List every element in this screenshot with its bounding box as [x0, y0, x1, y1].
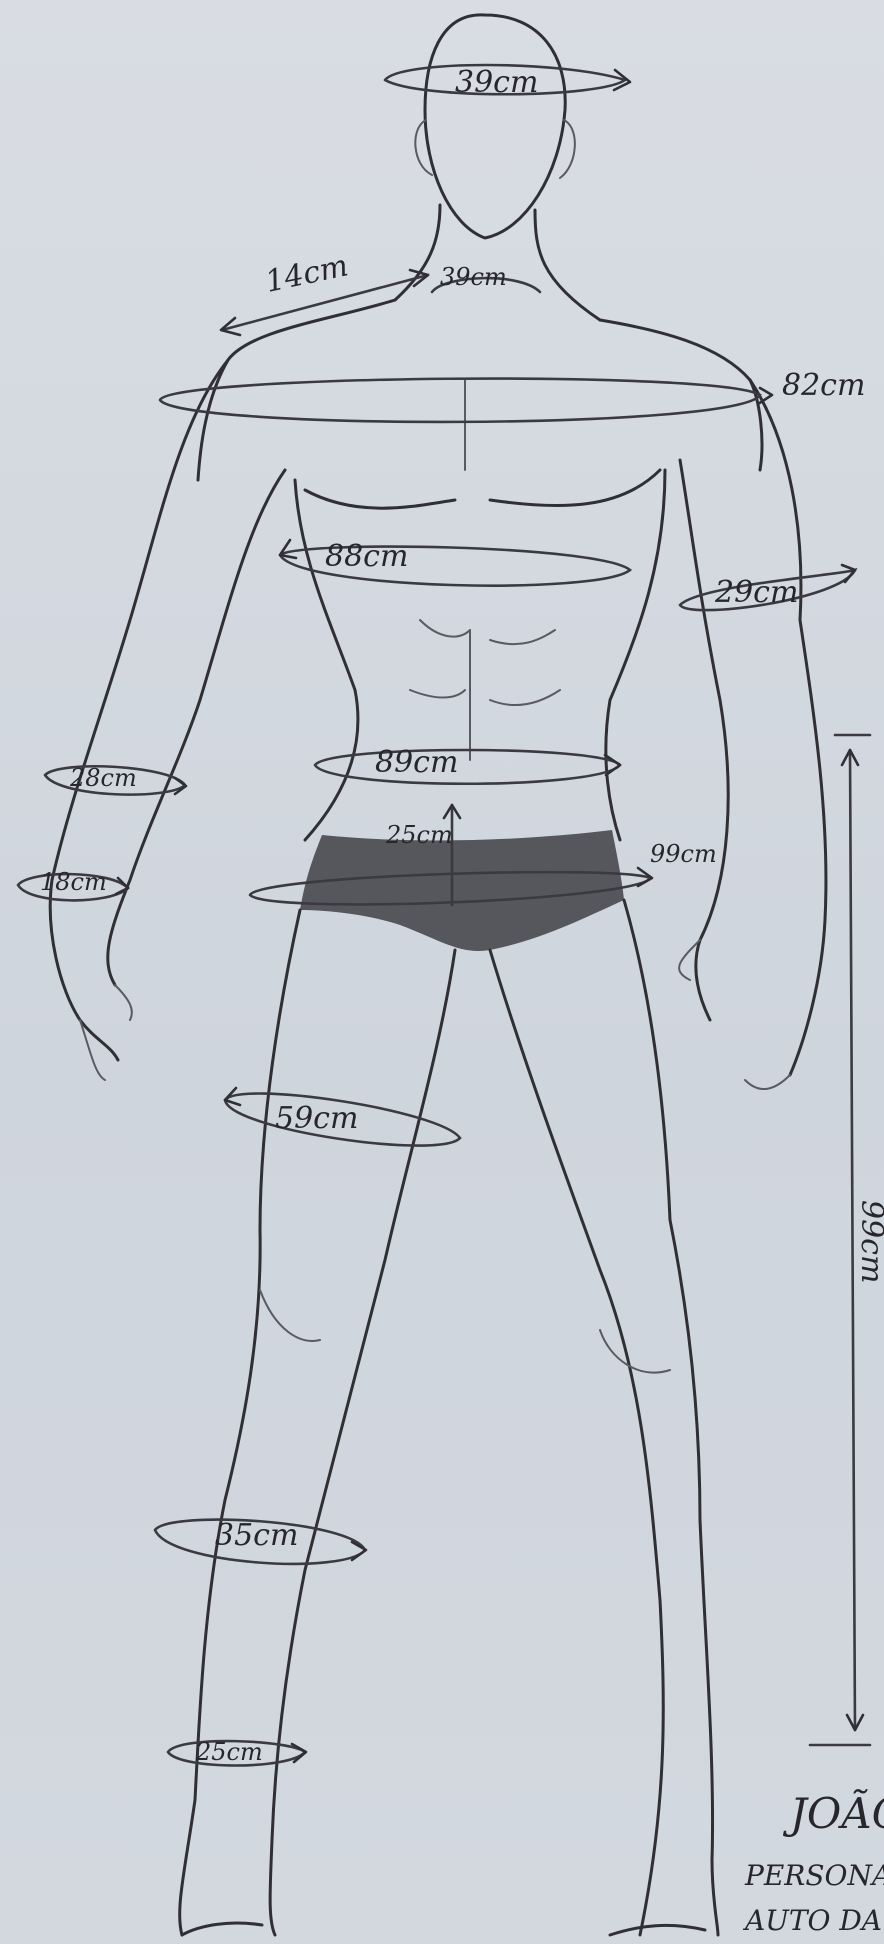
leg-length-label: 99cm — [854, 1200, 884, 1283]
hip-circumference-label: 99cm — [650, 840, 717, 868]
right-arm-inner — [680, 460, 728, 1020]
shoulders-tape — [160, 379, 760, 422]
torso-left-side — [295, 480, 358, 840]
forearm-tape-arrow — [175, 778, 186, 794]
waist-tape — [315, 750, 620, 784]
shoulder-line — [198, 300, 762, 480]
head-circumference-label: 39cm — [455, 65, 538, 100]
head — [425, 15, 565, 238]
feet — [182, 1923, 705, 1935]
left-arm-inner — [108, 470, 285, 985]
waist-circumference-label: 89cm — [375, 745, 458, 780]
wrist-circumference-label: 18cm — [40, 868, 107, 896]
chest-tape-arrow — [280, 540, 296, 558]
calf-tape-arrow — [352, 1542, 366, 1560]
thigh-circumference-label: 59cm — [275, 1101, 358, 1136]
torso-right-side — [606, 470, 665, 840]
figure-outline — [50, 15, 826, 1935]
left-arm — [50, 360, 228, 1060]
torso-height-label: 25cm — [385, 821, 453, 849]
left-leg — [180, 910, 300, 1935]
chest-line — [305, 470, 660, 508]
bicep-circumference-label: 29cm — [714, 575, 798, 610]
shoulder-width-label: 14cm — [262, 248, 351, 300]
calf-circumference-label: 35cm — [215, 1518, 298, 1553]
left-hand — [80, 985, 132, 1080]
left-leg-inner — [270, 950, 455, 1935]
ankle-circumference-label: 25cm — [195, 1738, 263, 1766]
author-notes: JOÃO PERSONA AUTO DA — [742, 1788, 884, 1937]
right-arm — [750, 380, 826, 1075]
abs — [410, 620, 560, 705]
author-name: JOÃO — [782, 1788, 884, 1838]
right-leg-inner — [490, 950, 663, 1935]
knees — [260, 1290, 670, 1373]
briefs — [300, 830, 624, 951]
neck-circumference-label: 39cm — [440, 263, 507, 291]
chest-circumference-label: 88cm — [325, 539, 408, 574]
shoulders-circumference-label: 82cm — [782, 368, 865, 403]
sternum — [465, 380, 470, 760]
caption-line-2: AUTO DA — [742, 1904, 882, 1937]
caption-line-1: PERSONA — [744, 1859, 884, 1892]
forearm-circumference-label: 28cm — [69, 764, 137, 792]
